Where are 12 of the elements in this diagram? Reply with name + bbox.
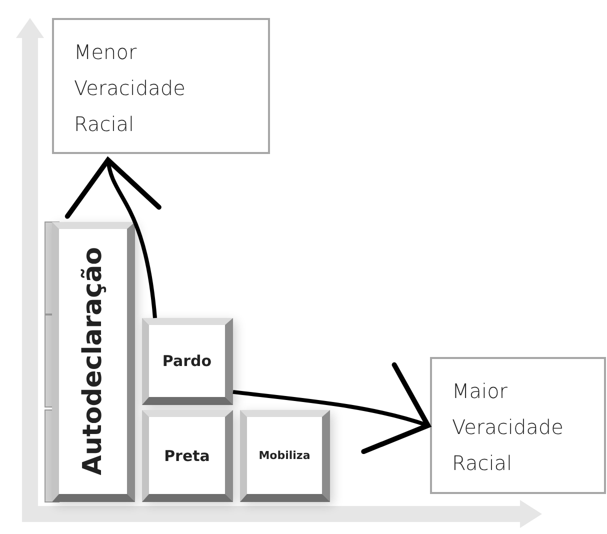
key-label: Pardo: [162, 352, 212, 370]
box-text: Maior Veracidade Racial: [452, 378, 564, 477]
key-block: [240, 410, 330, 502]
box-text: Menor Veracidade Racial: [74, 39, 186, 138]
key-block: [52, 222, 135, 502]
text-box: [52, 18, 270, 154]
text-box: [430, 357, 606, 494]
key-block: [142, 410, 233, 502]
key-label: Mobiliza: [258, 449, 310, 462]
curved-arrow: [232, 363, 430, 456]
key-block: [142, 318, 233, 405]
key-label: Preta: [164, 446, 210, 464]
